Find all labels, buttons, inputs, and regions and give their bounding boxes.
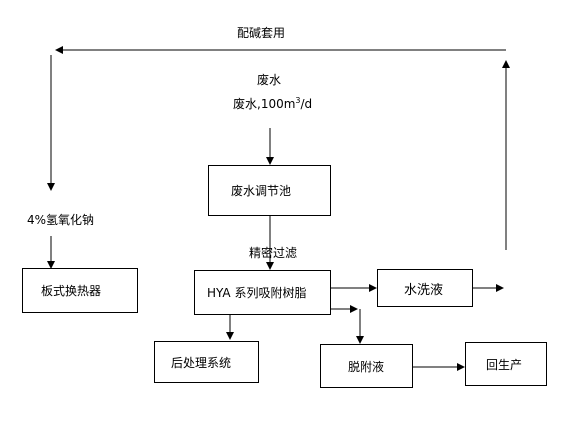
flow-superscript: 3 (295, 96, 301, 105)
reproduction-label: 回生产 (486, 357, 523, 372)
resin-label: HYA 系列吸附树脂 (207, 286, 307, 300)
naoh-label: 4%氢氧化钠 (27, 213, 95, 227)
wastewater-flow-label: 废水,100m3/d (233, 94, 312, 111)
equalization-tank-box: 废水调节池 (208, 165, 331, 216)
resin-box: HYA 系列吸附树脂 (194, 270, 331, 315)
reproduction-box: 回生产 (465, 342, 547, 386)
post-treatment-label: 后处理系统 (171, 355, 232, 370)
equalization-tank-label: 废水调节池 (231, 184, 292, 198)
flow-prefix: 废水,100m (233, 97, 296, 111)
wash-liquid-box: 水洗液 (377, 269, 473, 307)
heat-exchanger-label: 板式换热器 (41, 284, 102, 298)
recycle-label: 配碱套用 (237, 26, 286, 40)
desorption-label: 脱附液 (348, 359, 385, 374)
heat-exchanger-box: 板式换热器 (22, 268, 138, 313)
wastewater-label: 废水 (257, 73, 282, 87)
wash-liquid-label: 水洗液 (404, 282, 444, 298)
post-treatment-box: 后处理系统 (154, 341, 259, 383)
filtration-label: 精密过滤 (249, 246, 298, 260)
desorption-box: 脱附液 (320, 344, 413, 388)
flow-suffix: /d (300, 97, 313, 111)
